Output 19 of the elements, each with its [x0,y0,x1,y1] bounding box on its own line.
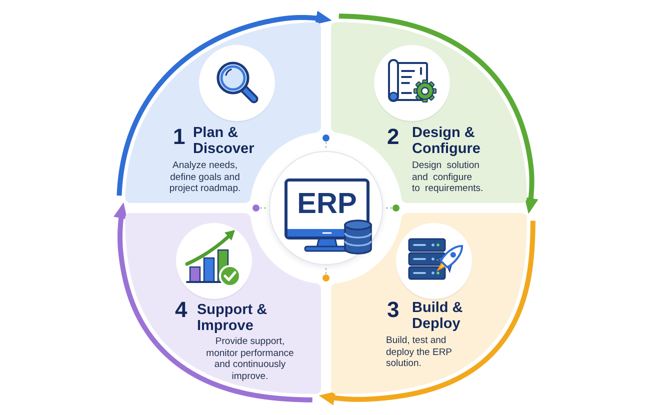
screen-text: ERP [296,188,358,220]
step-title: Support & Improve [197,302,268,334]
step-description: Analyze needs, define goals and project roadmap. [168,160,242,196]
step-number: 1 [173,124,186,150]
curved-arrow [114,200,314,402]
step-description: Build, test and deploy the ERP solution. [386,335,453,370]
curved-arrow [336,14,538,215]
curved-arrow [116,10,334,198]
step-number: 3 [387,297,400,323]
step-title: Design & Configure [412,125,482,157]
step-number: 4 [175,297,188,323]
step-title: Plan & Discover [193,125,256,157]
stage-panel [331,213,527,394]
step-description: Design solution and configure to requirements. [412,160,484,196]
step-description: Provide support, monitor performance and continuously improve. [205,336,295,383]
stage-panel [125,213,321,394]
step-title: Build & Deploy [412,300,464,332]
curved-arrow [317,218,536,406]
step-number: 2 [387,124,400,150]
